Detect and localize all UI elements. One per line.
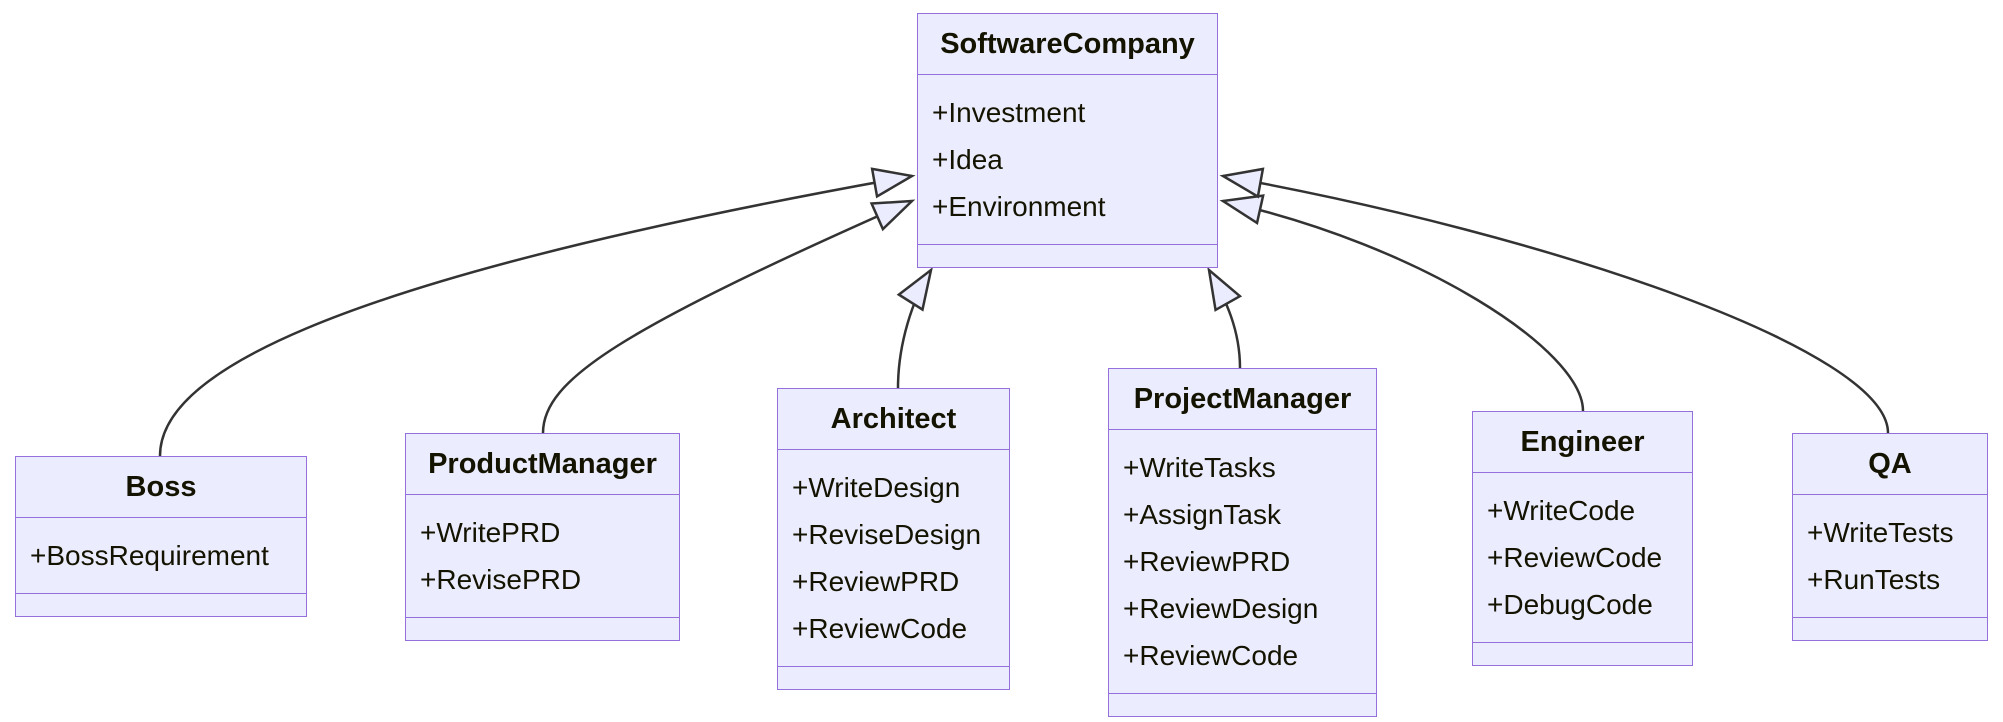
class-attributes: +WriteCode +ReviewCode +DebugCode — [1473, 473, 1692, 642]
class-attribute: +RunTests — [1807, 564, 1941, 595]
edge-projectmanager-to-softwarecompany — [1207, 266, 1243, 369]
edge-architect-to-softwarecompany — [896, 266, 933, 389]
class-attribute: +ReviewDesign — [1123, 593, 1319, 624]
class-attribute: +BossRequirement — [30, 540, 269, 571]
class-attribute: +ReviewCode — [1123, 640, 1299, 671]
class-title: Engineer — [1473, 412, 1692, 473]
class-attributes: +WritePRD +RevisePRD — [406, 495, 679, 617]
class-attribute: +WriteTests — [1807, 517, 1954, 548]
class-title: ProjectManager — [1109, 369, 1376, 430]
class-attribute: +Environment — [932, 191, 1106, 222]
class-box-softwarecompany[interactable]: SoftwareCompany +Investment +Idea +Environ… — [917, 13, 1218, 268]
class-methods-empty — [1109, 693, 1376, 716]
class-attribute: +ReviewPRD — [1123, 546, 1291, 577]
class-attribute: +Investment — [932, 97, 1086, 128]
class-title: Boss — [16, 457, 306, 518]
class-box-productmanager[interactable]: ProductManager +WritePRD +RevisePRD — [405, 433, 680, 641]
class-title: ProductManager — [406, 434, 679, 495]
class-attribute: +WriteDesign — [792, 472, 961, 503]
class-attribute: +WritePRD — [420, 517, 561, 548]
class-attribute: +RevisePRD — [420, 564, 582, 595]
class-attribute: +WriteTasks — [1123, 452, 1276, 483]
class-box-qa[interactable]: QA +WriteTests +RunTests — [1792, 433, 1988, 641]
class-attribute: +DebugCode — [1487, 589, 1653, 620]
class-attribute: +WriteCode — [1487, 495, 1636, 526]
class-attribute: +Idea — [932, 144, 1003, 175]
class-methods-empty — [406, 617, 679, 640]
class-attributes: +WriteTasks +AssignTask +ReviewPRD +ReviewD… — [1109, 430, 1376, 693]
class-attribute: +ReviseDesign — [792, 519, 982, 550]
class-methods-empty — [918, 244, 1217, 267]
class-attributes: +WriteDesign +ReviseDesign +ReviewPRD +Revi… — [778, 450, 1009, 666]
class-methods-empty — [778, 666, 1009, 689]
class-title: SoftwareCompany — [918, 14, 1217, 75]
class-box-engineer[interactable]: Engineer +WriteCode +ReviewCode +DebugCode — [1472, 411, 1693, 666]
class-methods-empty — [1473, 642, 1692, 665]
class-attributes: +WriteTests +RunTests — [1793, 495, 1987, 617]
class-attribute: +AssignTask — [1123, 499, 1281, 530]
class-attributes: +BossRequirement — [16, 518, 306, 593]
class-box-projectmanager[interactable]: ProjectManager +WriteTasks +AssignTask +Re… — [1108, 368, 1377, 717]
class-attribute: +ReviewCode — [1487, 542, 1663, 573]
class-box-architect[interactable]: Architect +WriteDesign +ReviseDesign +Revi… — [777, 388, 1010, 690]
class-attributes: +Investment +Idea +Environment — [918, 75, 1217, 244]
class-box-boss[interactable]: Boss +BossRequirement — [15, 456, 307, 617]
class-methods-empty — [16, 593, 306, 616]
class-attribute: +ReviewCode — [792, 613, 968, 644]
class-title: Architect — [778, 389, 1009, 450]
class-title: QA — [1793, 434, 1987, 495]
class-methods-empty — [1793, 617, 1987, 640]
class-attribute: +ReviewPRD — [792, 566, 960, 597]
